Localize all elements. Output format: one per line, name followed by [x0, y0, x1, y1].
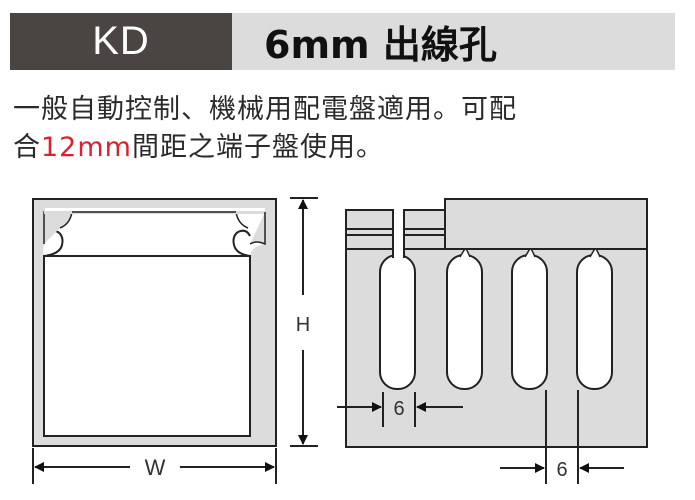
- product-description: 一般自動控制、機械用配電盤適用。可配 合12mm間距之端子盤使用。: [13, 91, 693, 167]
- slot-width-dimension: 6: [337, 392, 463, 427]
- product-header: KD 6mm 出線孔: [10, 13, 675, 70]
- width-dimension: W: [32, 448, 277, 484]
- wire-slot: [379, 254, 416, 390]
- wire-slot: [576, 254, 613, 390]
- width-label: W: [145, 455, 166, 480]
- finger-width-label: 6: [556, 459, 567, 481]
- finger-width-dimension: 6: [500, 390, 624, 484]
- pitch-highlight: 12mm: [41, 132, 132, 163]
- height-dimension: H: [290, 197, 318, 447]
- height-label: H: [296, 314, 310, 336]
- description-line-1: 一般自動控制、機械用配電盤適用。可配: [13, 94, 517, 125]
- description-line-2: 合12mm間距之端子盤使用。: [13, 132, 384, 163]
- wire-slot: [446, 254, 483, 390]
- duct-side-view: [345, 198, 648, 448]
- duct-cross-section: [32, 198, 277, 447]
- product-code: KD: [10, 13, 232, 70]
- wire-slot: [511, 254, 548, 390]
- product-title: 6mm 出線孔: [232, 13, 675, 70]
- slot-width-label: 6: [393, 398, 404, 420]
